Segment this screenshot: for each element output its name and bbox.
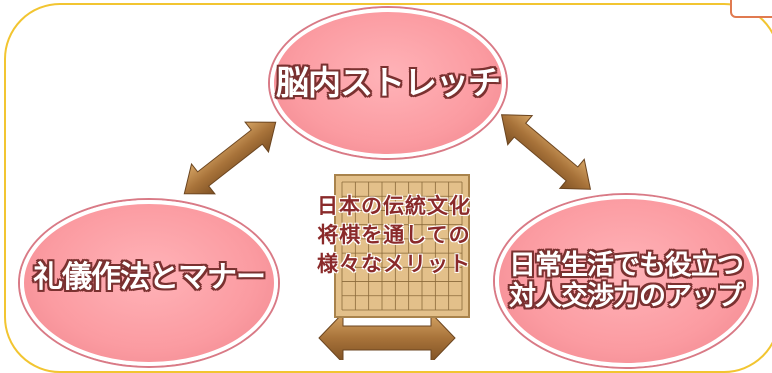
corner-tab — [730, 0, 772, 18]
center-line-1: 日本の伝統文化 — [317, 194, 471, 218]
double-arrow-bottom — [318, 311, 456, 360]
bubble-left-label: 礼儀作法とマナー — [33, 259, 266, 295]
bubble-top-label: 脳内ストレッチ — [276, 63, 501, 103]
center-line-2: 将棋を通しての — [317, 223, 471, 247]
bubble-right-line-1: 日常生活でも役立つ — [509, 249, 744, 281]
bubble-right-line-2: 対人交渉力のアップ — [509, 281, 744, 312]
bubble-negotiation: 日常生活でも役立つ 対人交渉力のアップ — [495, 195, 757, 367]
shogi-board-icon — [334, 174, 470, 318]
arrows-layer — [183, 114, 592, 360]
double-arrow-right — [500, 114, 592, 190]
center-text: 日本の伝統文化 将棋を通しての 様々なメリット — [286, 192, 502, 279]
bubble-etiquette: 礼儀作法とマナー — [20, 200, 278, 366]
double-arrow-left — [183, 121, 277, 195]
bubble-brain-stretch: 脳内ストレッチ — [270, 8, 506, 158]
center-line-3: 様々なメリット — [317, 252, 471, 276]
